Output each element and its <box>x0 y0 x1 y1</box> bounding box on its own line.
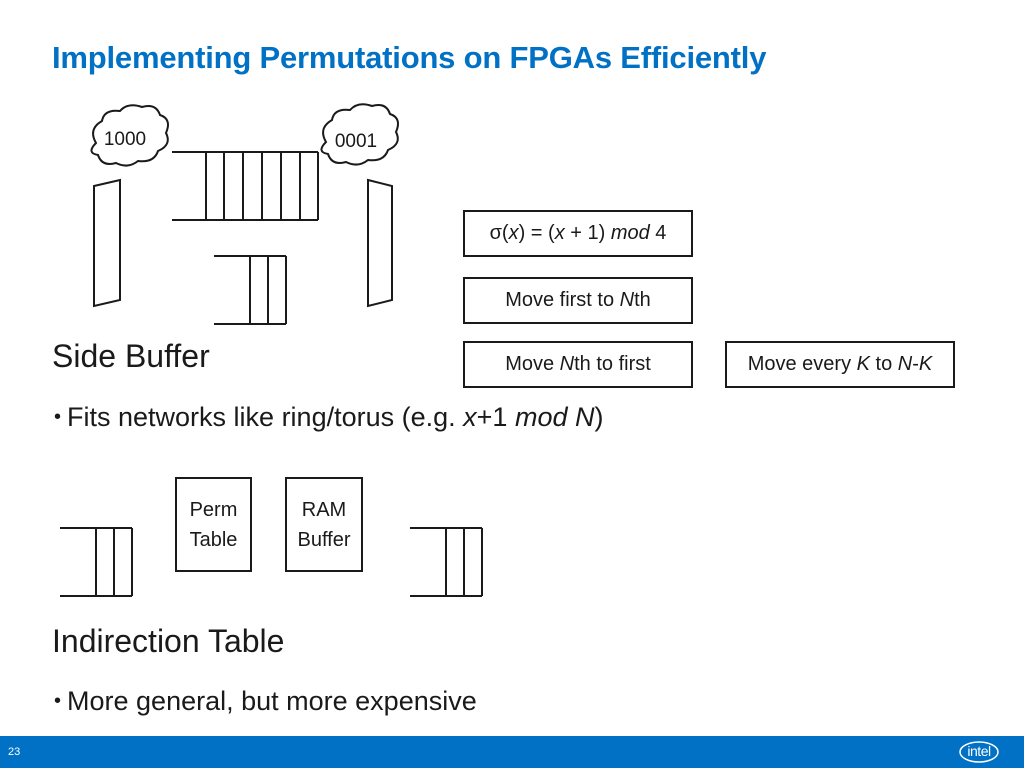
mux-right <box>367 178 393 308</box>
perm-table-line2: Table <box>189 528 238 551</box>
output-queue-bottom <box>410 527 483 597</box>
side-buffer-queue <box>214 255 287 325</box>
slide-title: Implementing Permutations on FPGAs Effic… <box>52 40 767 75</box>
formula-var-x1: x <box>508 222 519 244</box>
bullet-plus: +1 <box>476 402 515 432</box>
diagram-line-art <box>60 103 483 597</box>
indirection-table-heading: Indirection Table <box>52 623 285 659</box>
formula-var-x2: x <box>554 222 565 244</box>
formula-mid: ) = ( <box>518 222 555 244</box>
side-buffer-bullet: •Fits networks like ring/torus (e.g. x+1… <box>54 402 603 433</box>
move-first-text: Move first to <box>505 289 620 311</box>
move-every-text: Move every <box>747 353 857 375</box>
move-every-var-k: K <box>856 353 870 375</box>
formula-box: σ(x) = (x + 1) mod 4 <box>463 210 693 257</box>
formula-mod: mod <box>610 222 650 244</box>
move-every-var-k2: K <box>918 353 933 375</box>
intel-logo-swirl <box>959 741 999 763</box>
perm-table-line1: Perm <box>189 498 238 521</box>
move-first-suffix: th <box>634 289 651 311</box>
cloud-left-shape <box>90 104 169 167</box>
mux-left <box>93 178 121 308</box>
bullet-var-x: x <box>463 402 477 432</box>
formula-plus: + 1) <box>564 222 611 244</box>
move-nth-var: N <box>559 353 575 375</box>
move-every-box: Move every K to N-K <box>725 341 955 388</box>
bullet-mod: mod N <box>514 402 595 432</box>
move-nth-suffix: th to first <box>574 353 651 375</box>
bullet-dot: • <box>54 406 62 428</box>
bullet-dot: • <box>54 690 62 712</box>
move-every-dash: - <box>912 353 919 375</box>
input-queue-bottom <box>60 527 133 597</box>
ram-buffer-box: RAM Buffer <box>285 477 363 572</box>
cloud-left-label: 1000 <box>103 129 147 150</box>
formula-suffix: 4 <box>649 222 667 244</box>
perm-table-box: Perm Table <box>175 477 252 572</box>
ram-buffer-line1: RAM <box>301 498 347 521</box>
cloud-right-shape <box>320 103 399 166</box>
bullet-close: ) <box>594 402 604 432</box>
intel-logo-text: intel <box>967 743 991 759</box>
ram-buffer-line2: Buffer <box>297 528 351 551</box>
bullet-text: Fits networks like ring/torus (e.g. <box>67 402 464 432</box>
bullet-text: More general, but more expensive <box>67 686 477 716</box>
register-queue-top <box>172 151 319 221</box>
intel-logo: intel <box>958 740 1000 764</box>
cloud-right-label: 0001 <box>334 131 378 152</box>
side-buffer-heading: Side Buffer <box>52 338 210 374</box>
formula-prefix: σ( <box>489 222 509 244</box>
page-number: 23 <box>8 746 21 758</box>
move-every-var-n: N <box>897 353 913 375</box>
footer-bar: 23 intel <box>0 736 1024 768</box>
move-nth-text: Move <box>505 353 560 375</box>
move-first-var: N <box>619 289 635 311</box>
move-every-mid: to <box>870 353 898 375</box>
indirection-table-bullet: •More general, but more expensive <box>54 686 477 717</box>
